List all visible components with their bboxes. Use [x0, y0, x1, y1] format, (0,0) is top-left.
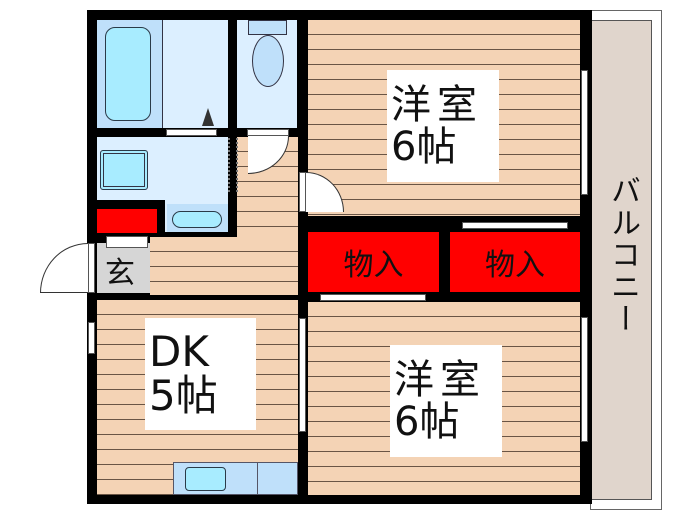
closet-right — [450, 232, 580, 292]
kitchen-sink-icon — [185, 467, 226, 491]
entrance — [97, 243, 150, 293]
western-room-bottom — [308, 302, 580, 495]
washroom-curtain — [228, 138, 238, 192]
front-door-frame — [88, 243, 95, 293]
shoe-storage — [97, 209, 157, 233]
closet-right-label: 物入 — [485, 248, 545, 283]
shower-area — [163, 20, 228, 128]
interior-window-dk — [299, 318, 306, 432]
front-door[interactable] — [40, 243, 88, 293]
closet-left-sliding-door — [320, 294, 426, 301]
western-room-top-label: 洋室 6帖 — [387, 70, 499, 182]
washing-machine-icon — [100, 150, 148, 190]
window-balcony-bottom — [581, 317, 588, 442]
toilet-bowl-icon — [252, 35, 284, 87]
room-size: 5帖 — [149, 371, 218, 420]
room-name: 洋室 — [394, 357, 486, 403]
window-balcony-top — [581, 70, 588, 195]
bath-door-handle-icon — [202, 108, 214, 126]
room-size: 6帖 — [391, 124, 457, 170]
balcony — [590, 20, 652, 500]
window-dk-left — [88, 322, 95, 354]
room-name: 洋室 — [391, 82, 483, 128]
entrance-label: 玄 — [105, 256, 135, 291]
kitchen-divider — [257, 462, 258, 495]
room-size: 6帖 — [394, 399, 460, 445]
toilet-door — [247, 129, 289, 136]
closet-left — [308, 232, 439, 292]
closet-left-label: 物入 — [343, 248, 404, 283]
room-name: DK — [149, 326, 209, 376]
dining-kitchen-label: DK 5帖 — [145, 318, 256, 430]
hallway-entrance-area — [150, 237, 298, 295]
entrance-step — [106, 236, 148, 248]
washbasin-icon — [172, 211, 222, 228]
bath-door — [166, 129, 217, 136]
toilet-tank-icon — [248, 20, 287, 35]
balcony-label: バルコニー — [605, 175, 640, 335]
closet-right-sliding-door — [462, 222, 568, 229]
western-room-bottom-label: 洋室 6帖 — [390, 345, 502, 457]
bathtub-icon — [105, 27, 151, 121]
western-room-top-door-frame — [299, 172, 306, 212]
